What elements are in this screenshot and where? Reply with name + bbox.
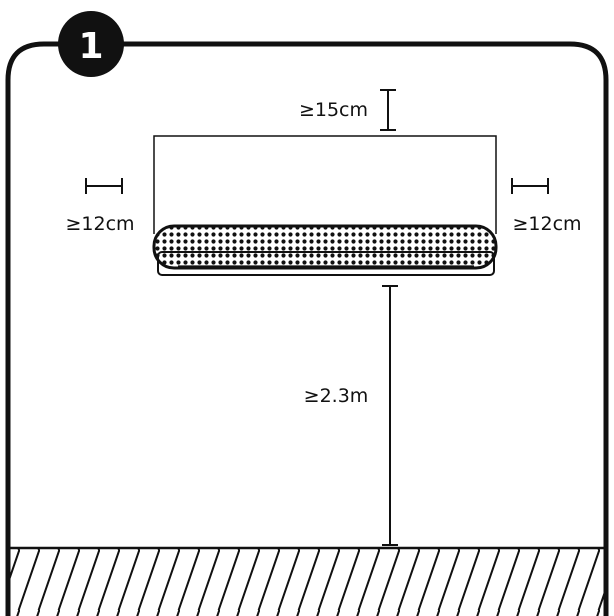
floor bbox=[8, 546, 606, 616]
left-clearance-indicator: ≥12cm bbox=[65, 178, 135, 235]
right-clearance-label: ≥12cm bbox=[512, 213, 581, 235]
top-clearance-label: ≥15cm bbox=[299, 99, 368, 121]
ac-unit bbox=[152, 224, 498, 276]
air-grille bbox=[152, 224, 498, 270]
floor-clearance-indicator: ≥2.3m bbox=[304, 285, 398, 546]
clearance-box bbox=[153, 135, 497, 234]
top-clearance-indicator: ≥15cm bbox=[299, 89, 396, 131]
step-badge: 1 bbox=[58, 11, 124, 77]
step-number: 1 bbox=[78, 26, 103, 67]
left-clearance-label: ≥12cm bbox=[65, 213, 134, 235]
right-clearance-indicator: ≥12cm bbox=[511, 178, 582, 235]
floor-clearance-label: ≥2.3m bbox=[304, 385, 369, 407]
frame-border bbox=[5, 41, 609, 616]
